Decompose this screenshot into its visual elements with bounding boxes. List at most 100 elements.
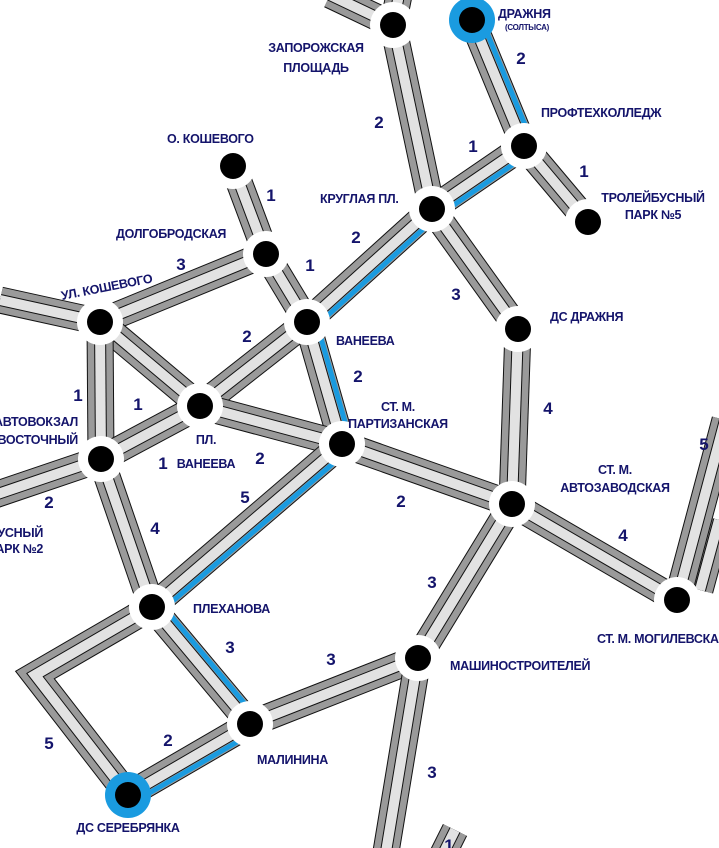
station-troll5[interactable]: [565, 199, 611, 245]
station-name-line: ТРОЛЕЙБУСНЫЙ: [601, 190, 705, 205]
route-count-label: 1: [158, 454, 167, 473]
station-label-part: СТ. М.ПАРТИЗАНСКАЯ: [348, 400, 448, 431]
station-dot-icon: [499, 491, 525, 517]
station-van[interactable]: [284, 299, 330, 345]
station-zap[interactable]: [370, 2, 416, 48]
route-count-label: 2: [516, 49, 525, 68]
route-count-label: 3: [176, 255, 185, 274]
station-krug[interactable]: [409, 186, 455, 232]
road-part-plek: [148, 440, 346, 611]
station-name-line: ПАРК №5: [625, 208, 682, 222]
station-avto[interactable]: [489, 481, 535, 527]
station-dot-icon: [220, 153, 246, 179]
road-mog-east: [672, 423, 719, 602]
station-dot-icon: [329, 431, 355, 457]
route-count-label: 5: [44, 734, 53, 753]
station-mash[interactable]: [395, 635, 441, 681]
station-plv[interactable]: [177, 383, 223, 429]
station-label-dolgo: ДОЛГОБРОДСКАЯ: [116, 227, 227, 241]
route-count-label: 2: [163, 731, 172, 750]
station-name-line: СТ. М.: [381, 400, 415, 414]
station-dot-icon: [187, 393, 213, 419]
stations: [77, 0, 700, 818]
route-count-label: 3: [451, 285, 460, 304]
route-count-label: 2: [351, 228, 360, 247]
station-drazh[interactable]: [449, 0, 495, 43]
station-label-avto: СТ. М.АВТОЗАВОДСКАЯ: [560, 463, 670, 495]
station-mog[interactable]: [654, 577, 700, 623]
station-label-van: ВАНЕЕВА: [336, 334, 395, 348]
station-dot-icon: [419, 196, 445, 222]
station-label-krug: КРУГЛАЯ ПЛ.: [320, 192, 399, 206]
station-name-line: ТРОЛЕЙБУСНЫЙ: [0, 525, 43, 540]
station-dot-icon: [88, 446, 114, 472]
station-label-zap: ЗАПОРОЖСКАЯ ПЛОЩАДЬ: [268, 41, 364, 75]
station-part[interactable]: [319, 421, 365, 467]
route-count-label: 2: [396, 492, 405, 511]
station-dolgo[interactable]: [243, 231, 289, 277]
station-dot-icon: [380, 12, 406, 38]
route-count-label: 2: [44, 493, 53, 512]
station-name-line: ДРАЖНЯ: [498, 7, 551, 21]
station-name-line: ПРОФТЕХКОЛЛЕДЖ: [541, 106, 662, 120]
station-ulk[interactable]: [77, 299, 123, 345]
route-count-label: 3: [225, 638, 234, 657]
station-label-plek: ПЛЕХАНОВА: [193, 602, 271, 616]
road-south2-south3: [440, 827, 460, 848]
route-count-label: 1: [133, 395, 142, 414]
station-dot-icon: [237, 711, 263, 737]
station-dot-icon: [575, 209, 601, 235]
highlighted-route-line: [156, 448, 350, 616]
station-label-troll5: ТРОЛЕЙБУСНЫЙ ПАРК №5: [601, 190, 705, 222]
station-label-drazh: ДРАЖНЯ(СОЛТЫСА): [498, 7, 551, 32]
station-dot-icon: [511, 133, 537, 159]
station-ser[interactable]: [105, 772, 151, 818]
highlighted-route-line: [156, 599, 259, 720]
road-krug-van: [303, 205, 436, 326]
route-count-label: 4: [618, 526, 628, 545]
station-name-line: ВАНЕЕВА: [177, 457, 236, 471]
station-name-line: ВАНЕЕВА: [336, 334, 395, 348]
road-avto-mog: [509, 499, 680, 605]
station-name-line: ВОСТОЧНЫЙ: [0, 432, 78, 447]
road-mash-south: [381, 657, 423, 848]
road-avto-mash: [413, 501, 517, 661]
road-zap-krug: [388, 23, 437, 211]
road-dolgo-ulk: [98, 249, 268, 327]
highlighted-route-line: [478, 15, 535, 144]
station-avt[interactable]: [78, 436, 124, 482]
route-count-label: 4: [150, 519, 160, 538]
road-plv-part: [198, 401, 344, 449]
station-dsd[interactable]: [495, 306, 541, 352]
station-dot-icon: [459, 7, 485, 33]
station-name-line: ЗАПОРОЖСКАЯ: [268, 41, 364, 55]
route-count-label: 1: [266, 186, 275, 205]
route-count-label: 5: [240, 488, 249, 507]
road-dsd-avto: [507, 328, 523, 505]
route-count-label: 3: [427, 763, 436, 782]
station-label-dsd: ДС ДРАЖНЯ: [550, 310, 624, 324]
route-count-label: 1: [73, 386, 82, 405]
station-dot-icon: [253, 241, 279, 267]
route-count-label: 2: [242, 327, 251, 346]
station-mal[interactable]: [227, 701, 273, 747]
station-name-line: ПЛ.: [196, 433, 216, 447]
route-count-label: 1: [444, 836, 453, 848]
station-okosh[interactable]: [210, 143, 256, 189]
station-prof[interactable]: [501, 123, 547, 169]
station-name-line: ДОЛГОБРОДСКАЯ: [116, 227, 226, 241]
station-label-mal: МАЛИНИНА: [257, 753, 329, 767]
route-count-label: 1: [305, 256, 314, 275]
station-name-line: ПЛОЩАДЬ: [283, 61, 349, 75]
station-label-mash: МАШИНОСТРОИТЕЛЕЙ: [450, 658, 591, 673]
station-name-line: СТ. М. МОГИЛЕВСКАЯ: [597, 632, 719, 646]
station-plek[interactable]: [129, 584, 175, 630]
station-name-line: СТ. М.: [598, 463, 632, 477]
road-krug-dsd: [427, 206, 523, 332]
road-part-avto: [340, 439, 514, 509]
road-avt-plek: [96, 457, 157, 609]
